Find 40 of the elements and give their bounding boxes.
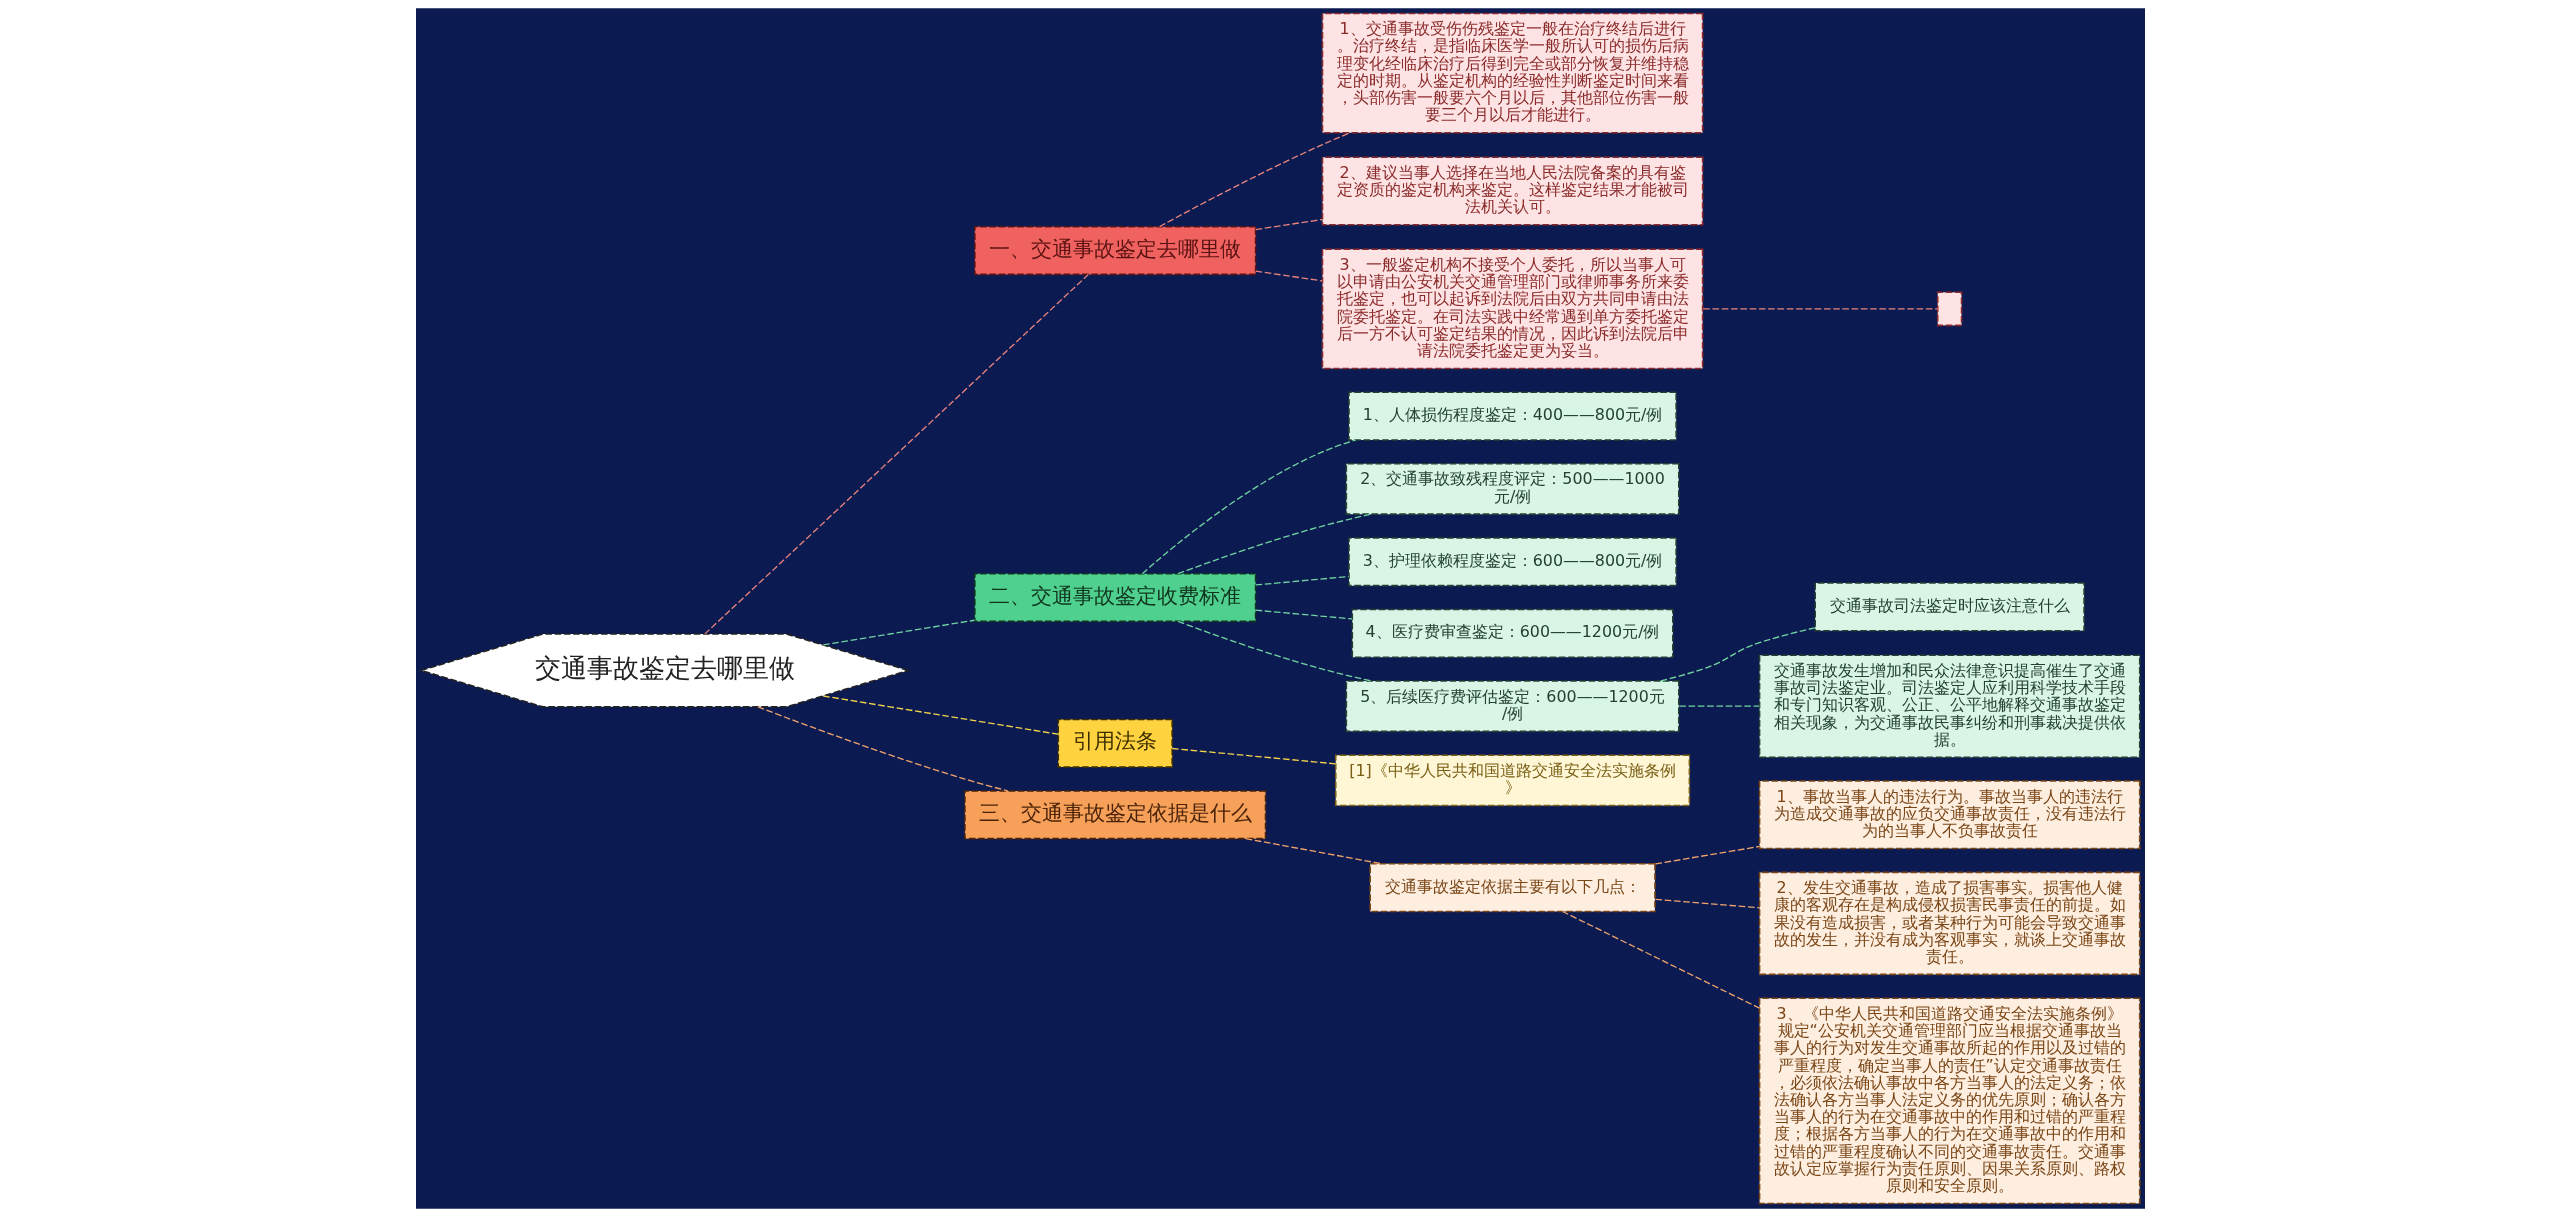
- connector: [1171, 747, 1336, 765]
- node-box: 引用法条: [1056, 718, 1173, 768]
- node-box: 5、后续医疗费评估鉴定：600——1200元/例: [1345, 680, 1680, 733]
- node-box: [1]《中华人民共和国道路交通安全法实施条例》: [1334, 754, 1690, 807]
- connector: [1158, 132, 1351, 228]
- connector: [1678, 705, 1760, 707]
- connector: [1254, 218, 1323, 231]
- connector: [756, 706, 1008, 792]
- node-box: 交通事故鉴定依据主要有以下几点：: [1368, 863, 1656, 913]
- node-box: 2、交通事故致残程度评定：500——1000元/例: [1345, 463, 1680, 515]
- connector: [1254, 609, 1353, 620]
- connector: [1244, 838, 1383, 865]
- connector: [703, 273, 1089, 635]
- connector: [1702, 308, 1938, 310]
- node-box: 交通事故司法鉴定时应该注意什么: [1813, 582, 2085, 632]
- node-box: 3、护理依赖程度鉴定：600——800元/例: [1347, 537, 1677, 587]
- node-box: 二、交通事故鉴定收费标准: [973, 572, 1256, 623]
- node-box: 一、交通事故鉴定去哪里做: [973, 225, 1256, 276]
- connector: [822, 619, 975, 646]
- node-box: 1、人体损伤程度鉴定：400——800元/例: [1347, 391, 1677, 441]
- node-box: 三、交通事故鉴定依据是什么: [963, 790, 1266, 840]
- node-box: 2、发生交通事故，造成了损害事实。损害他人健康的客观存在是构成侵权损害民事责任的前提。如果没有造成损害，或者某种行为可能会导致交通事故的发生，并没有成为客观事实，就谈上交通事故责任。: [1758, 871, 2140, 976]
- connector: [1176, 513, 1372, 575]
- node-box: 1、事故当事人的违法行为。事故当事人的违法行为造成交通事故的应负交通事故责任，没有违法行为的当事人不负事故责任: [1758, 780, 2140, 850]
- node-box: 3、《中华人民共和国道路交通安全法实施条例》规定“公安机关交通管理部门应当根据交通事故当事人的行为对发生交通事故所起的作用以及过错的严重程度，确定当事人的责任”认定交通事故责任，必须依法确认事故中各方当事人的法定义务；依法确认各方当事人法定义务的优先原则；确认各方当事人的行为在交通事故中的作用和过错的严重程度；根据各方当事人的行为在交通事故中的作用和过错的严重程度确认不同的交通事故责任。交通事故认定应掌握行为责任原则、因果关系原则、路权原则和安全原则。: [1758, 997, 2140, 1205]
- connector: [1176, 620, 1372, 682]
- connector: [1254, 575, 1349, 586]
- connector: [822, 695, 1059, 735]
- node-box: 1、交通事故受伤伤残鉴定一般在治疗终结后进行。治疗终结，是指临床医学一般所认可的损伤后病理变化经临床治疗后得到完全或部分恢复并维持稳定的时期。从鉴定机构的经验性判断鉴定时间来看，头部伤害一般要六个月以后，其他部位伤害一般要三个月以后才能进行。: [1321, 12, 1703, 134]
- connector: [1141, 439, 1356, 575]
- connector: [1659, 627, 1815, 682]
- node-box: 4、医疗费审查鉴定：600——1200元/例: [1351, 608, 1674, 658]
- connector: [1654, 845, 1760, 865]
- connector: [1561, 910, 1760, 1009]
- node-box: 交通事故发生增加和民众法律意识提高催生了交通事故司法鉴定业。司法鉴定人应利用科学技术手段和专门知识客观、公正、公平地解释交通事故鉴定相关现象，为交通事故民事纠纷和刑事裁决提供依据。: [1758, 654, 2140, 758]
- node-box: [1936, 291, 1962, 327]
- connector: [1654, 898, 1760, 909]
- node-box: 2、建议当事人选择在当地人民法院备案的具有鉴定资质的鉴定机构来鉴定。这样鉴定结果才能被司法机关认可。: [1321, 156, 1703, 226]
- node-box: 3、一般鉴定机构不接受个人委托，所以当事人可以申请由公安机关交通管理部门或律师事务所来委托鉴定，也可以起诉到法院后由双方共同申请由法院委托鉴定。在司法实践中经常遇到单方委托鉴定后一方不认可鉴定结果的情况，因此诉到法院后申请法院委托鉴定更为妥当。: [1321, 248, 1703, 370]
- connector: [1254, 270, 1323, 282]
